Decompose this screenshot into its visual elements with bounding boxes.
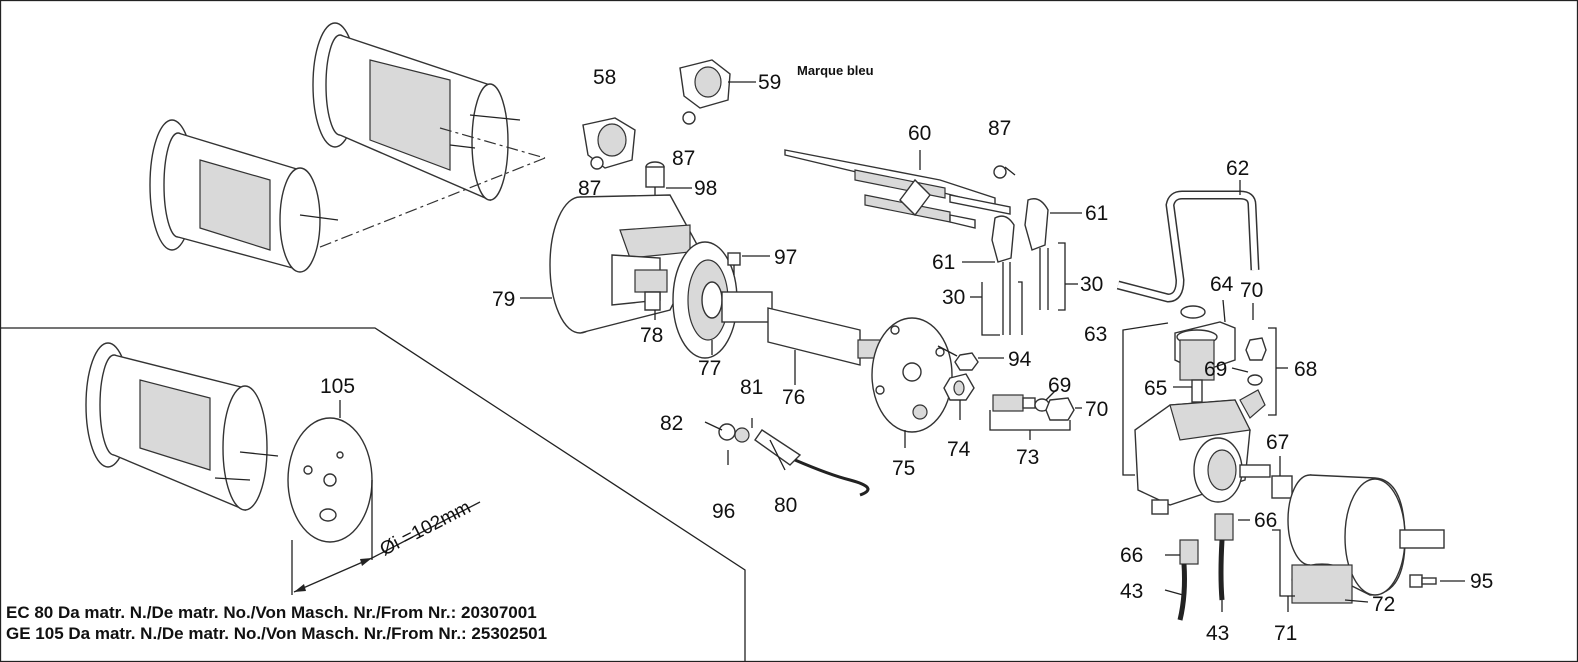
diameter-dimension <box>291 480 481 595</box>
motor-71 <box>1287 474 1445 604</box>
label-77: 77 <box>698 357 721 380</box>
label-79: 79 <box>492 288 515 311</box>
nut-74 <box>943 373 975 401</box>
label-62: 62 <box>1226 157 1249 180</box>
screw-95 <box>1409 574 1437 588</box>
label-71: 71 <box>1274 622 1297 645</box>
label-80: 80 <box>774 494 797 517</box>
label-96: 96 <box>712 500 735 523</box>
fitting-73 <box>992 394 1075 421</box>
label-87: 87 <box>672 147 695 170</box>
label-65: 65 <box>1144 377 1167 400</box>
label-95: 95 <box>1470 570 1493 593</box>
label-60: 60 <box>908 122 931 145</box>
disc-105 <box>287 417 373 543</box>
oil-tube-62 <box>1116 190 1260 303</box>
label-74: 74 <box>947 438 971 461</box>
label-76: 76 <box>782 386 805 409</box>
solenoid-64 <box>1174 305 1236 403</box>
fittings-68 <box>1239 337 1267 419</box>
label-58: 58 <box>593 66 616 89</box>
shaft-76 <box>721 291 881 366</box>
ignition-cable-61-30 <box>991 198 1049 335</box>
marque-bleu-note: Marque bleu <box>797 63 874 78</box>
oil-pump-63 <box>1134 399 1271 515</box>
inset-panel-border <box>0 327 746 662</box>
label-72: 72 <box>1372 593 1395 616</box>
clip-59 <box>679 59 731 125</box>
label-97: 97 <box>774 246 797 269</box>
label-81: 81 <box>740 376 763 399</box>
label-61: 61 <box>932 251 955 274</box>
nipple-67 <box>1271 475 1293 499</box>
label-59: 59 <box>758 71 781 94</box>
footer-serial-ec80: EC 80 Da matr. N./De matr. No./Von Masch… <box>6 603 537 622</box>
label-70: 70 <box>1240 279 1263 302</box>
label-63: 63 <box>1084 323 1107 346</box>
photocell-80 <box>718 423 870 497</box>
diameter-label: Øi =102mm <box>377 497 475 561</box>
label-94: 94 <box>1008 348 1032 371</box>
label-61: 61 <box>1085 202 1108 225</box>
nut-94 <box>937 345 979 371</box>
label-30: 30 <box>1080 273 1103 296</box>
label-78: 78 <box>640 324 663 347</box>
label-64: 64 <box>1210 273 1234 296</box>
nozzle-78 <box>634 269 668 311</box>
screw-97 <box>727 252 741 275</box>
clip-58 <box>582 117 636 170</box>
label-69: 69 <box>1204 358 1227 381</box>
label-66: 66 <box>1254 509 1277 532</box>
label-43: 43 <box>1120 580 1143 603</box>
electrodes-60 <box>784 149 1011 229</box>
inset-blast-tube <box>85 342 279 512</box>
alignment-line <box>299 157 546 256</box>
label-70: 70 <box>1085 398 1108 421</box>
label-87: 87 <box>988 117 1011 140</box>
blast-tube-long <box>312 22 521 202</box>
label-87: 87 <box>578 177 601 200</box>
label-98: 98 <box>694 177 717 200</box>
label-66: 66 <box>1120 544 1143 567</box>
alignment-line <box>439 127 546 159</box>
hoses-43-66 <box>1177 513 1234 621</box>
label-73: 73 <box>1016 446 1039 469</box>
label-68: 68 <box>1294 358 1317 381</box>
footer-serial-ge105: GE 105 Da matr. N./De matr. No./Von Masc… <box>6 624 548 643</box>
label-43: 43 <box>1206 622 1229 645</box>
fan-disc-77 <box>672 241 738 359</box>
flange-75 <box>871 317 953 433</box>
blast-tube-short <box>149 119 339 273</box>
label-75: 75 <box>892 457 915 480</box>
label-105: 105 <box>320 375 355 398</box>
label-67: 67 <box>1266 431 1289 454</box>
label-69: 69 <box>1048 374 1071 397</box>
label-82: 82 <box>660 412 683 435</box>
label-30: 30 <box>942 286 965 309</box>
